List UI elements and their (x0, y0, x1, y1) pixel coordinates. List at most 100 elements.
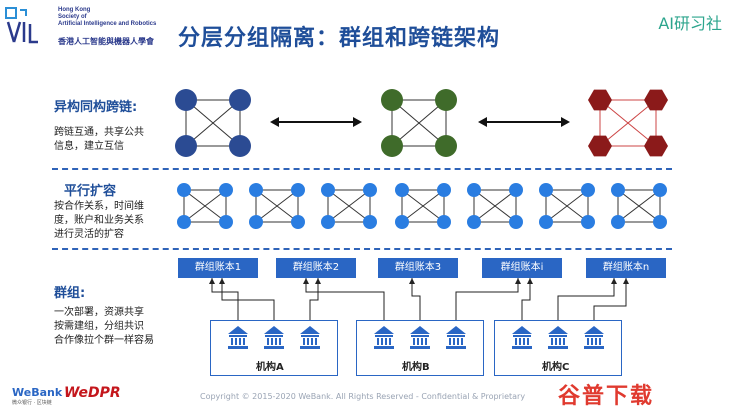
network-node (381, 89, 403, 111)
network-edge (599, 99, 657, 147)
arrow-head-left (478, 117, 487, 127)
bank-column (591, 338, 593, 345)
network-node (395, 215, 409, 229)
network-edge (183, 189, 227, 223)
crosschain-desc: 跨链互通，共享公共 信息，建立互信 (54, 127, 144, 152)
bank-building-icon (512, 326, 532, 349)
bank-beam (549, 335, 567, 337)
bank-column (231, 338, 233, 345)
network-node (177, 215, 191, 229)
bank-base (584, 346, 604, 349)
hksair-logo-icon (5, 7, 38, 44)
network-node (381, 135, 403, 157)
wedpr-logo: WeDPR (64, 385, 121, 401)
download-watermark: 谷普下载 (558, 384, 655, 409)
link-c2-ledgern (557, 278, 615, 322)
link-b1-ledger2 (305, 278, 385, 322)
arrow-ledgeri-b (527, 278, 533, 284)
arrow-head-left (270, 117, 279, 127)
group-ledger-i: 群组账本i (482, 258, 562, 278)
parallel-subnet-1 (177, 183, 233, 229)
bank-base (300, 346, 320, 349)
network-node (509, 215, 523, 229)
bank-column (417, 338, 419, 345)
network-edge (391, 99, 447, 147)
bank-beam (411, 335, 429, 337)
network-node (249, 215, 263, 229)
bank-column (275, 338, 277, 345)
bank-column (377, 338, 379, 345)
parallel-subnet-6 (539, 183, 595, 229)
bank-base (446, 346, 466, 349)
parallel-subnet-3 (321, 183, 377, 229)
link-a1-ledger1 (211, 278, 239, 322)
chain-red (588, 89, 668, 157)
bank-column (271, 338, 273, 345)
network-node (321, 183, 335, 197)
bank-beam (375, 335, 393, 337)
bank-column (457, 338, 459, 345)
bank-column (243, 338, 245, 345)
arrow-ledgern-b (623, 278, 629, 284)
network-node (539, 183, 553, 197)
bank-building-icon (446, 326, 466, 349)
bank-column (587, 338, 589, 345)
parallel-title: 平行扩容 (64, 184, 117, 199)
bank-base (228, 346, 248, 349)
bank-beam (301, 335, 319, 337)
bank-roof (300, 326, 320, 334)
network-edge (327, 189, 371, 223)
org-name-english: Hong Kong Society of Artificial Intellig… (58, 7, 157, 27)
group-title: 群组: (54, 286, 86, 301)
chain-green (381, 89, 457, 157)
network-node (653, 215, 667, 229)
bank-building-icon (410, 326, 430, 349)
bank-column (267, 338, 269, 345)
bank-base (512, 346, 532, 349)
network-node (229, 89, 251, 111)
network-node (611, 215, 625, 229)
bank-column (235, 338, 237, 345)
group-desc: 一次部署，资源共享 按需建组，分组共识 合作像拉个群一样容易 (54, 307, 154, 346)
network-node (175, 89, 197, 111)
network-edge (255, 189, 299, 223)
bank-column (461, 338, 463, 345)
bank-column (523, 338, 525, 345)
network-node (249, 183, 263, 197)
bank-column (413, 338, 415, 345)
bank-roof (410, 326, 430, 334)
bank-column (563, 338, 565, 345)
crosschain-arrow-1 (270, 117, 362, 127)
arrow-ledgern-a (611, 278, 617, 284)
bank-column (239, 338, 241, 345)
arrow-ledger2-b (303, 278, 309, 284)
network-node (581, 183, 595, 197)
bank-beam (265, 335, 283, 337)
bank-roof (374, 326, 394, 334)
bank-column (421, 338, 423, 345)
bank-column (311, 338, 313, 345)
network-node (175, 135, 197, 157)
link-c1-ledgeri (521, 278, 531, 322)
bank-roof (264, 326, 284, 334)
network-node (435, 89, 457, 111)
network-node (219, 215, 233, 229)
arrow-ledger1-a (209, 278, 215, 284)
bank-column (425, 338, 427, 345)
bank-building-icon (584, 326, 604, 349)
page-title: 分层分组隔离：群组和跨链架构 (178, 26, 501, 51)
network-node (467, 183, 481, 197)
link-b3-ledgeri (455, 278, 519, 322)
org-label-a: 机构A (256, 362, 284, 373)
arrow-ledger2-a (315, 278, 321, 284)
network-node (435, 135, 457, 157)
network-edge (185, 99, 241, 147)
network-node (177, 183, 191, 197)
network-node (644, 135, 668, 157)
bank-roof (512, 326, 532, 334)
org-name-chinese: 香港人工智能與機器人學會 (58, 37, 154, 46)
separator-bottom (52, 248, 672, 250)
bank-column (453, 338, 455, 345)
bank-column (381, 338, 383, 345)
